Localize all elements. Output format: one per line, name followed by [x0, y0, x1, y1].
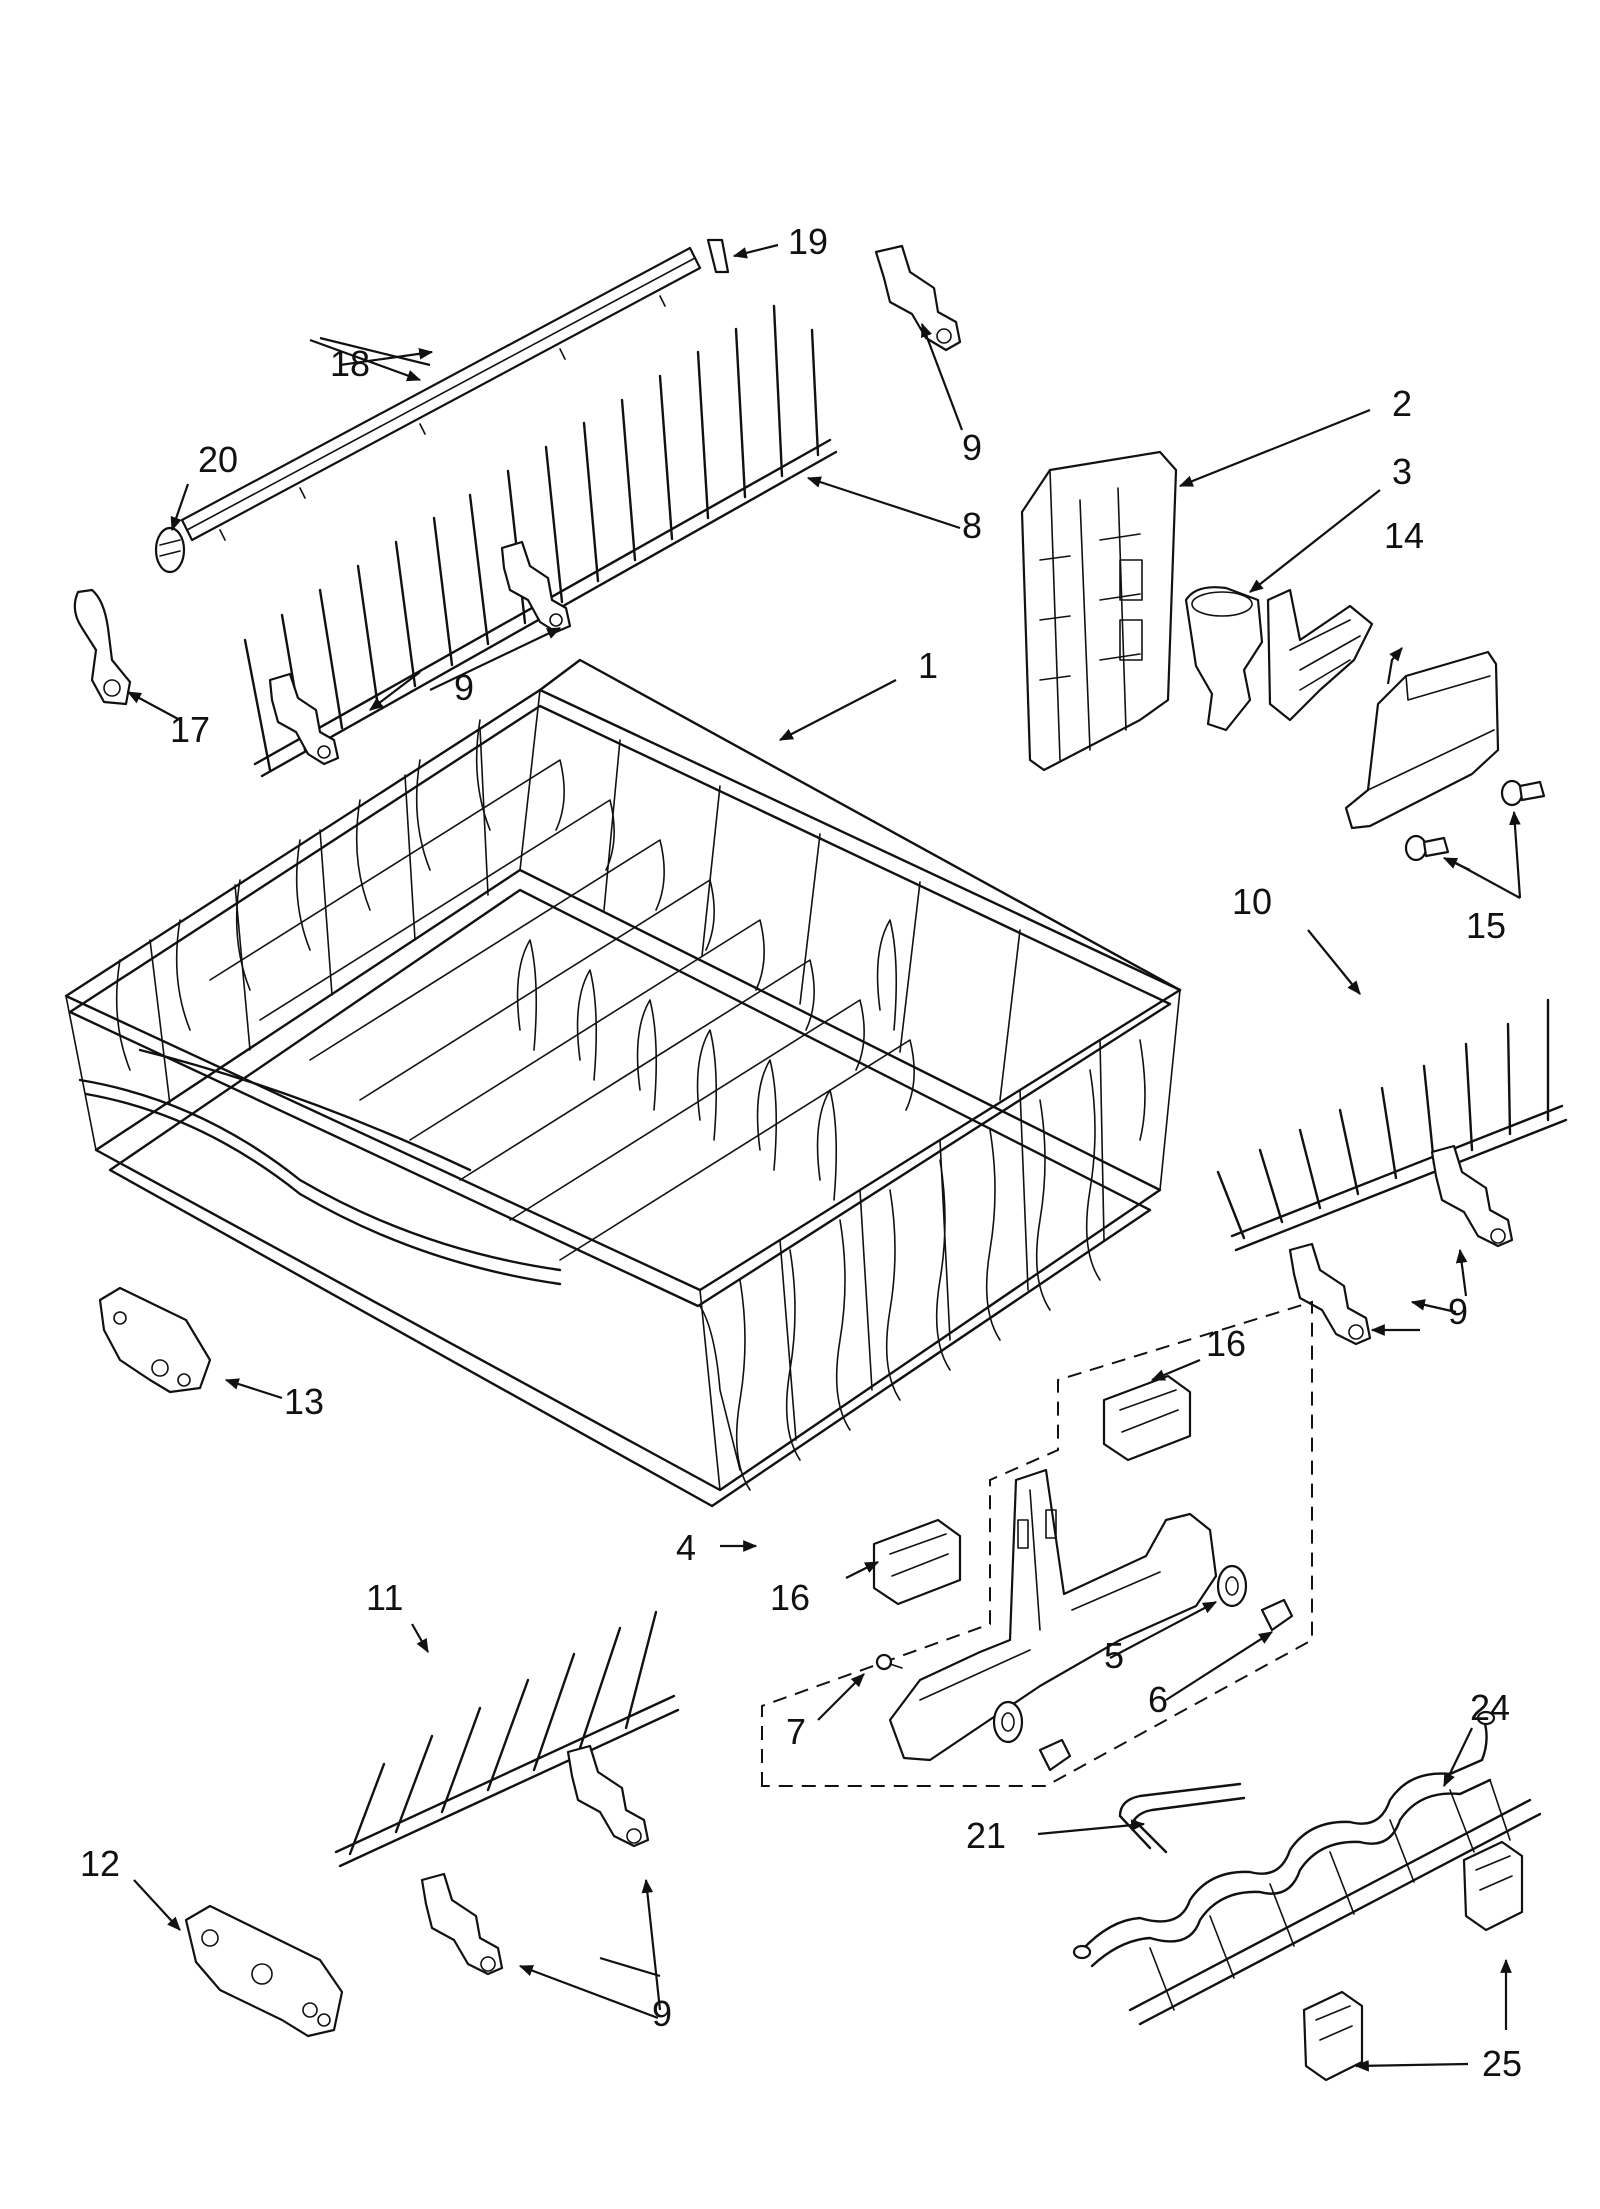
- part-24-wire-rack: [1072, 1710, 1542, 2026]
- part-5-wheel: [992, 1564, 1248, 1744]
- callout-14: 14: [1384, 515, 1424, 556]
- part-9-clip-row-upper: [500, 540, 572, 634]
- callout-12: 12: [80, 1843, 120, 1884]
- part-16-rail-clip-right: [1102, 1374, 1192, 1462]
- part-2-side-bracket: [1020, 450, 1178, 772]
- part-4-assembly-boundary: [761, 1300, 1313, 1787]
- part-9-clip-right-upper: [1430, 1144, 1514, 1248]
- callout-20: 20: [198, 439, 238, 480]
- part-12-rack-stop: [184, 1904, 344, 2038]
- callout-10: 10: [1232, 881, 1272, 922]
- part-9-clip-top: [874, 244, 962, 352]
- callout-9-right: 9: [1448, 1291, 1468, 1332]
- part-16-rail-clip-left: [872, 1518, 962, 1606]
- leader-lines: [126, 243, 1522, 2072]
- part-13-rack-bumper: [98, 1286, 212, 1394]
- callout-9-mid: 9: [454, 667, 474, 708]
- part-7-pin: [875, 1653, 903, 1671]
- part-10-tine-row: [1216, 998, 1568, 1252]
- part-20-knob: [154, 526, 186, 574]
- part-9-clip-bottom-upper: [566, 1744, 650, 1848]
- part-9-clip-row-lower: [268, 672, 340, 766]
- part-1-upper-rack: [64, 658, 1182, 1508]
- part-9-clip-right-lower: [1288, 1242, 1372, 1346]
- part-19-end-clip: [706, 238, 730, 274]
- part-18-rack-rail: [180, 246, 702, 542]
- callout-7: 7: [786, 1711, 806, 1752]
- callout-labels: 1 2 3 4 5 6 7 8 9 9 9 9 10 11 12 13 14 1…: [80, 221, 1522, 2084]
- part-6-axle: [1038, 1598, 1294, 1772]
- part-25-clip-right: [1462, 1840, 1524, 1932]
- callout-25: 25: [1482, 2043, 1522, 2084]
- callout-11: 11: [366, 1577, 403, 1618]
- callout-24: 24: [1470, 1687, 1510, 1728]
- part-15-screw-upper: [1500, 779, 1546, 807]
- callout-9-top: 9: [962, 427, 982, 468]
- callout-16-right: 16: [1206, 1323, 1246, 1364]
- callout-4: 4: [676, 1527, 696, 1568]
- part-9-clip-bottom-lower: [420, 1872, 504, 1976]
- callout-16-left: 16: [770, 1577, 810, 1618]
- callout-15: 15: [1466, 905, 1506, 946]
- callout-6: 6: [1148, 1679, 1168, 1720]
- callout-9-bottom: 9: [652, 1993, 672, 2034]
- part-3-adjuster: [1184, 586, 1374, 732]
- part-11-tine-row: [334, 1610, 680, 1868]
- callout-21: 21: [966, 1815, 1006, 1856]
- part-4-rack-adjuster-assembly: [888, 1468, 1218, 1762]
- part-21-spring-clip: [1118, 1782, 1246, 1854]
- part-17-latch: [73, 588, 132, 706]
- part-25-clip-left: [1302, 1990, 1364, 2082]
- callout-19: 19: [788, 221, 828, 262]
- part-14-cover: [1344, 650, 1500, 830]
- callout-2: 2: [1392, 383, 1412, 424]
- callout-13: 13: [284, 1381, 324, 1422]
- part-15-screw-lower: [1404, 834, 1450, 862]
- part-8-tine-row: [243, 304, 838, 778]
- callout-1: 1: [918, 645, 938, 686]
- callout-3: 3: [1392, 451, 1412, 492]
- callout-18: 18: [330, 343, 370, 384]
- callout-5: 5: [1104, 1635, 1124, 1676]
- callout-8: 8: [962, 505, 982, 546]
- callout-17: 17: [170, 709, 210, 750]
